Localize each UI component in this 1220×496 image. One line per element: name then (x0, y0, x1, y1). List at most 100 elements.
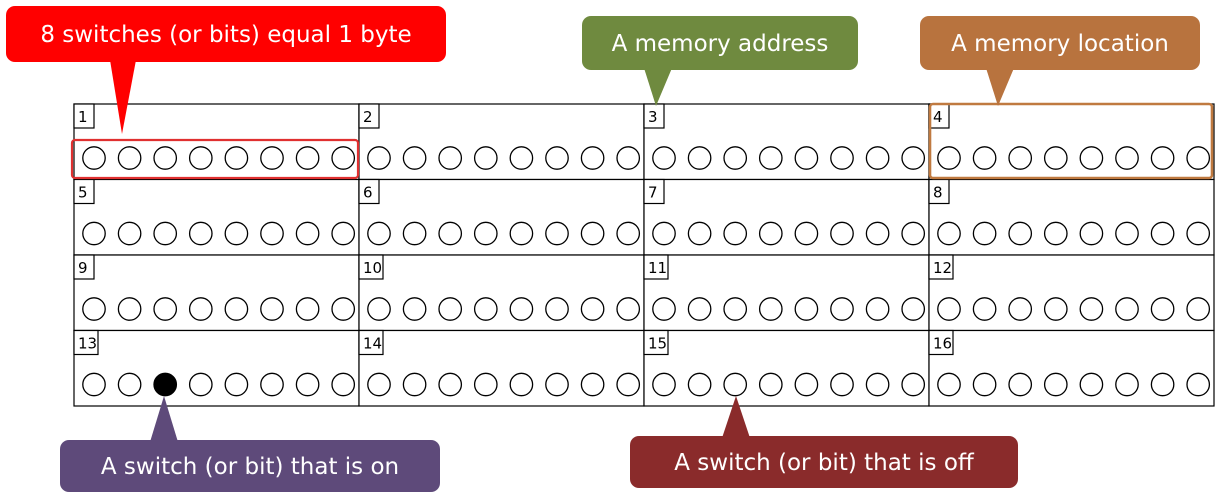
bit-off (224, 372, 249, 397)
bit-off (1115, 221, 1139, 246)
bit-off (331, 372, 356, 397)
bit-off (509, 297, 534, 321)
memory-location: 5 (73, 178, 360, 256)
address-label: 14 (363, 335, 382, 353)
bit-off (545, 221, 569, 246)
bit-off (260, 372, 284, 397)
bit-off (616, 372, 641, 397)
address-label: 4 (933, 108, 943, 126)
bit-off (438, 297, 463, 321)
bit-off (687, 297, 712, 321)
memory-location: 3 (643, 103, 930, 181)
bit-off (616, 146, 641, 170)
location-border (928, 254, 1215, 332)
bit-off (723, 372, 748, 397)
bit-off (1115, 297, 1139, 321)
address-label: 16 (933, 335, 952, 353)
bit-off (687, 221, 712, 246)
bit-off (260, 221, 284, 246)
bit-off (652, 297, 676, 321)
bit-off (865, 372, 890, 397)
bit-off (794, 372, 819, 397)
bit-off (901, 372, 926, 397)
address-label: 5 (78, 184, 88, 202)
bit-off (82, 297, 106, 321)
bit-off (830, 372, 854, 397)
bit-off (937, 372, 961, 397)
bit-off (509, 146, 534, 170)
bit-off (473, 146, 498, 170)
bit-off (224, 221, 249, 246)
bit-off (687, 146, 712, 170)
callout-address: A memory address (582, 16, 858, 106)
bit-off (438, 372, 463, 397)
bit-off (117, 297, 142, 321)
bit-off (652, 372, 676, 397)
bit-off (580, 221, 605, 246)
bit-off (1079, 146, 1104, 170)
bit-off (82, 221, 106, 246)
bit-off (545, 372, 569, 397)
bit-off (652, 221, 676, 246)
bit-off (473, 221, 498, 246)
bit-off (901, 297, 926, 321)
bit-off (438, 221, 463, 246)
bit-off (794, 221, 819, 246)
bit-off (402, 146, 427, 170)
location-highlight (928, 102, 1214, 180)
bit-off (402, 221, 427, 246)
address-box (928, 254, 954, 280)
address-label: 8 (933, 184, 943, 202)
memory-location: 4 (928, 103, 1215, 181)
address-label: 11 (648, 259, 667, 277)
bit-off (865, 221, 890, 246)
bit-off (188, 372, 213, 397)
bit-off (1043, 372, 1068, 397)
bit-off (972, 221, 997, 246)
address-label: 9 (78, 259, 88, 277)
bit-off (830, 297, 854, 321)
bit-off (937, 221, 961, 246)
bit-off (580, 146, 605, 170)
bit-off (188, 297, 213, 321)
bit-off (295, 221, 320, 246)
bit-off (830, 221, 854, 246)
address-label: 1 (78, 108, 88, 126)
memory-location: 11 (643, 254, 930, 332)
memory-location: 10 (358, 254, 645, 332)
address-box (643, 254, 669, 280)
address-label: 12 (933, 259, 952, 277)
bit-off (758, 221, 783, 246)
memory-location: 15 (643, 329, 930, 407)
bit-off (758, 372, 783, 397)
bit-off (1008, 221, 1033, 246)
bit-off (794, 146, 819, 170)
bit-off (687, 372, 712, 397)
bit-off (1186, 297, 1211, 321)
location-border (358, 178, 645, 256)
bit-off (937, 146, 961, 170)
bit-off (224, 297, 249, 321)
bit-off (1115, 372, 1139, 397)
location-border (928, 329, 1215, 407)
memory-location: 7 (643, 178, 930, 256)
address-box (358, 103, 380, 129)
callout-bit-off-text: A switch (or bit) that is off (674, 450, 975, 476)
address-label: 7 (648, 184, 658, 202)
bit-off (1186, 221, 1211, 246)
bit-off (367, 372, 391, 397)
bit-off (82, 146, 106, 170)
bit-off (367, 221, 391, 246)
bit-off (367, 297, 391, 321)
bit-off (402, 372, 427, 397)
bit-off (580, 297, 605, 321)
address-box (73, 103, 95, 129)
bit-off (188, 146, 213, 170)
bit-off (972, 297, 997, 321)
bit-off (580, 372, 605, 397)
bit-off (153, 146, 178, 170)
bit-off (331, 221, 356, 246)
address-label: 2 (363, 108, 373, 126)
bit-off (972, 146, 997, 170)
location-border (643, 178, 930, 256)
